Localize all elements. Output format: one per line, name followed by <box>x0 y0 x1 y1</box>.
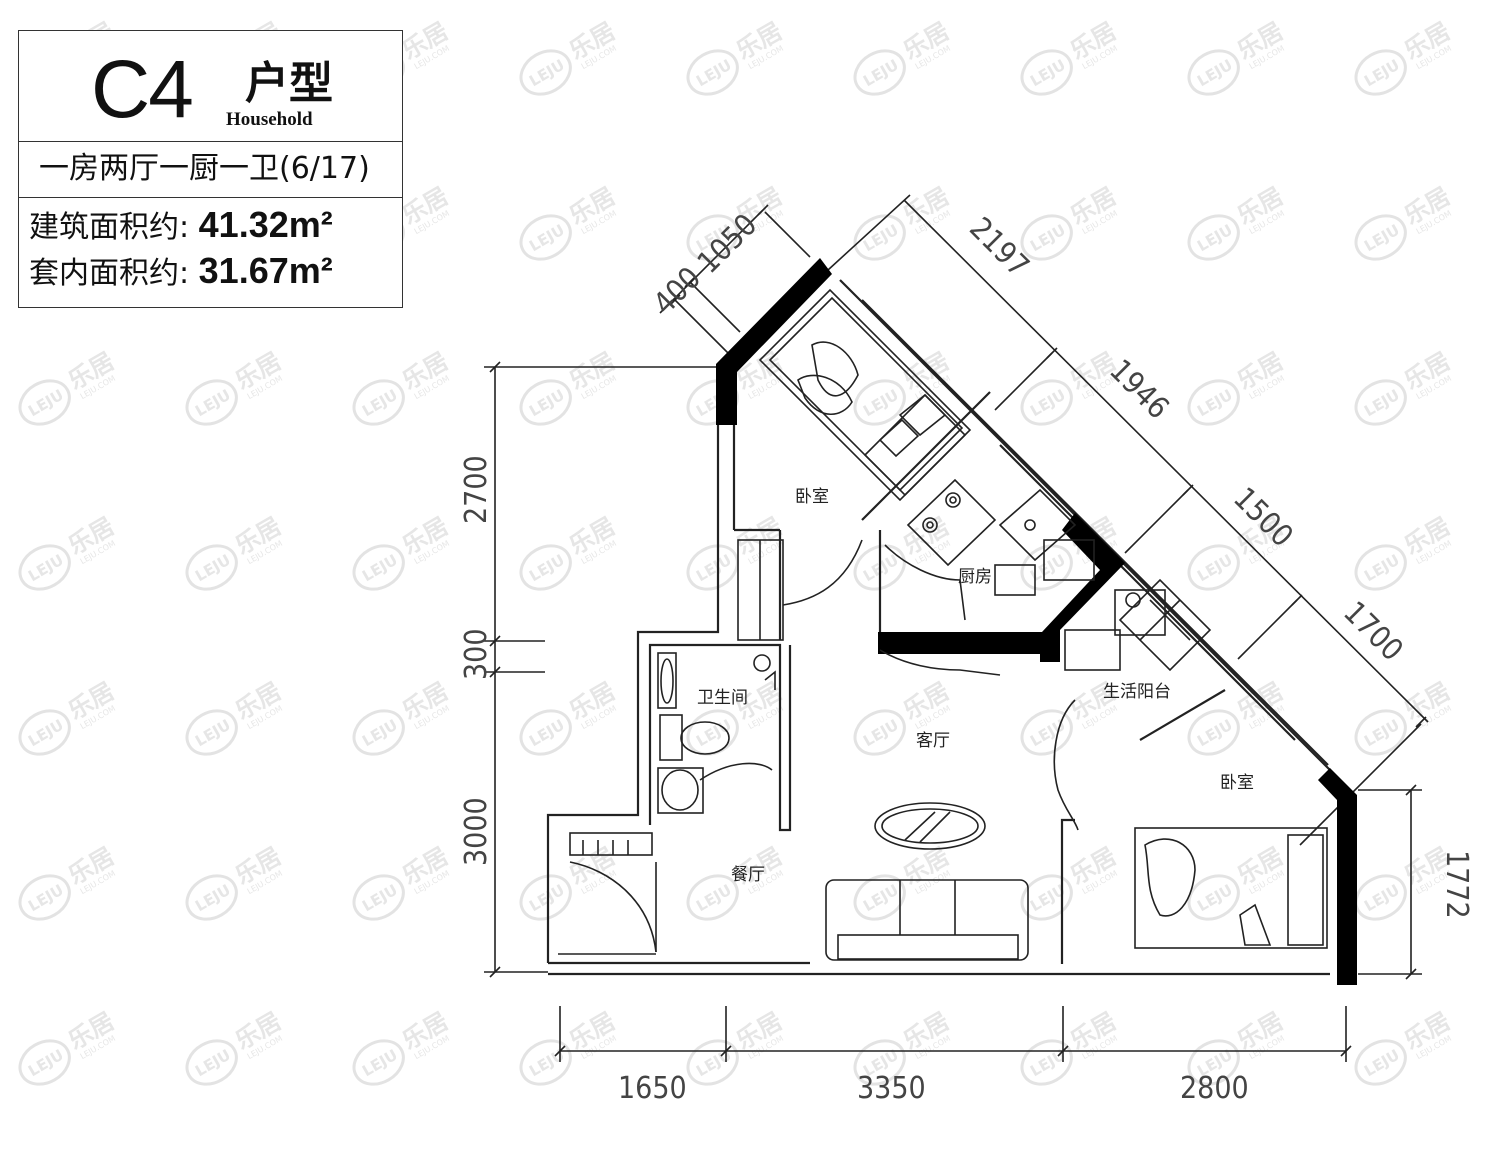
gross-area-row: 建筑面积约: 41.32m² <box>29 206 333 247</box>
room-labels: 卧室 厨房 卫生间 客厅 生活阳台 卧室 餐厅 <box>697 487 1254 885</box>
dim-left-3: 3000 <box>459 797 494 866</box>
unit-area-rows: 建筑面积约: 41.32m² 套内面积约: 31.67m² <box>19 198 402 308</box>
gross-area-label: 建筑面积约: <box>29 210 190 245</box>
fixtures <box>558 288 1328 961</box>
net-area-value: 31.67m² <box>198 250 333 291</box>
unit-info-panel: C4 户型 Household 一房两厅一厨一卫(6/17) 建筑面积约: 41… <box>18 30 403 308</box>
dim-right-1: 1772 <box>1439 850 1474 919</box>
thin-walls <box>546 279 1341 976</box>
dimension-labels: 1650 3350 2800 2700 300 3000 1772 2197 1… <box>459 207 1474 1106</box>
room-label-bedroom-2: 卧室 <box>1220 773 1254 793</box>
dim-bottom-2: 3350 <box>857 1071 926 1106</box>
unit-type-label-en: Household <box>226 109 313 130</box>
dimension-lines <box>484 194 1429 1062</box>
dim-left-1: 2700 <box>459 455 494 524</box>
dim-bottom-3: 2800 <box>1180 1071 1249 1106</box>
bearing-walls <box>716 258 1357 985</box>
room-label-bathroom: 卫生间 <box>697 688 748 708</box>
unit-header: C4 户型 Household <box>19 31 402 142</box>
dim-left-2: 300 <box>459 628 494 680</box>
room-label-dining-room: 餐厅 <box>731 865 765 885</box>
room-label-kitchen: 厨房 <box>958 567 992 587</box>
net-area-row: 套内面积约: 31.67m² <box>29 252 333 293</box>
room-label-bedroom-1: 卧室 <box>795 487 829 507</box>
unit-layout: 一房两厅一厨一卫(6/17) <box>39 151 370 186</box>
gross-area-value: 41.32m² <box>198 204 333 245</box>
unit-code: C4 <box>91 44 194 135</box>
room-label-living-room: 客厅 <box>916 731 950 751</box>
dim-inner-1: 400 <box>647 260 708 321</box>
dim-diagonal-1: 2197 <box>962 211 1035 284</box>
unit-layout-row: 一房两厅一厨一卫(6/17) <box>19 142 402 198</box>
net-area-label: 套内面积约: <box>29 256 190 291</box>
room-label-service-balcony: 生活阳台 <box>1103 682 1171 702</box>
unit-type-label: 户型 <box>245 58 333 109</box>
dim-diagonal-4: 1700 <box>1336 595 1409 668</box>
dim-bottom-1: 1650 <box>618 1071 687 1106</box>
